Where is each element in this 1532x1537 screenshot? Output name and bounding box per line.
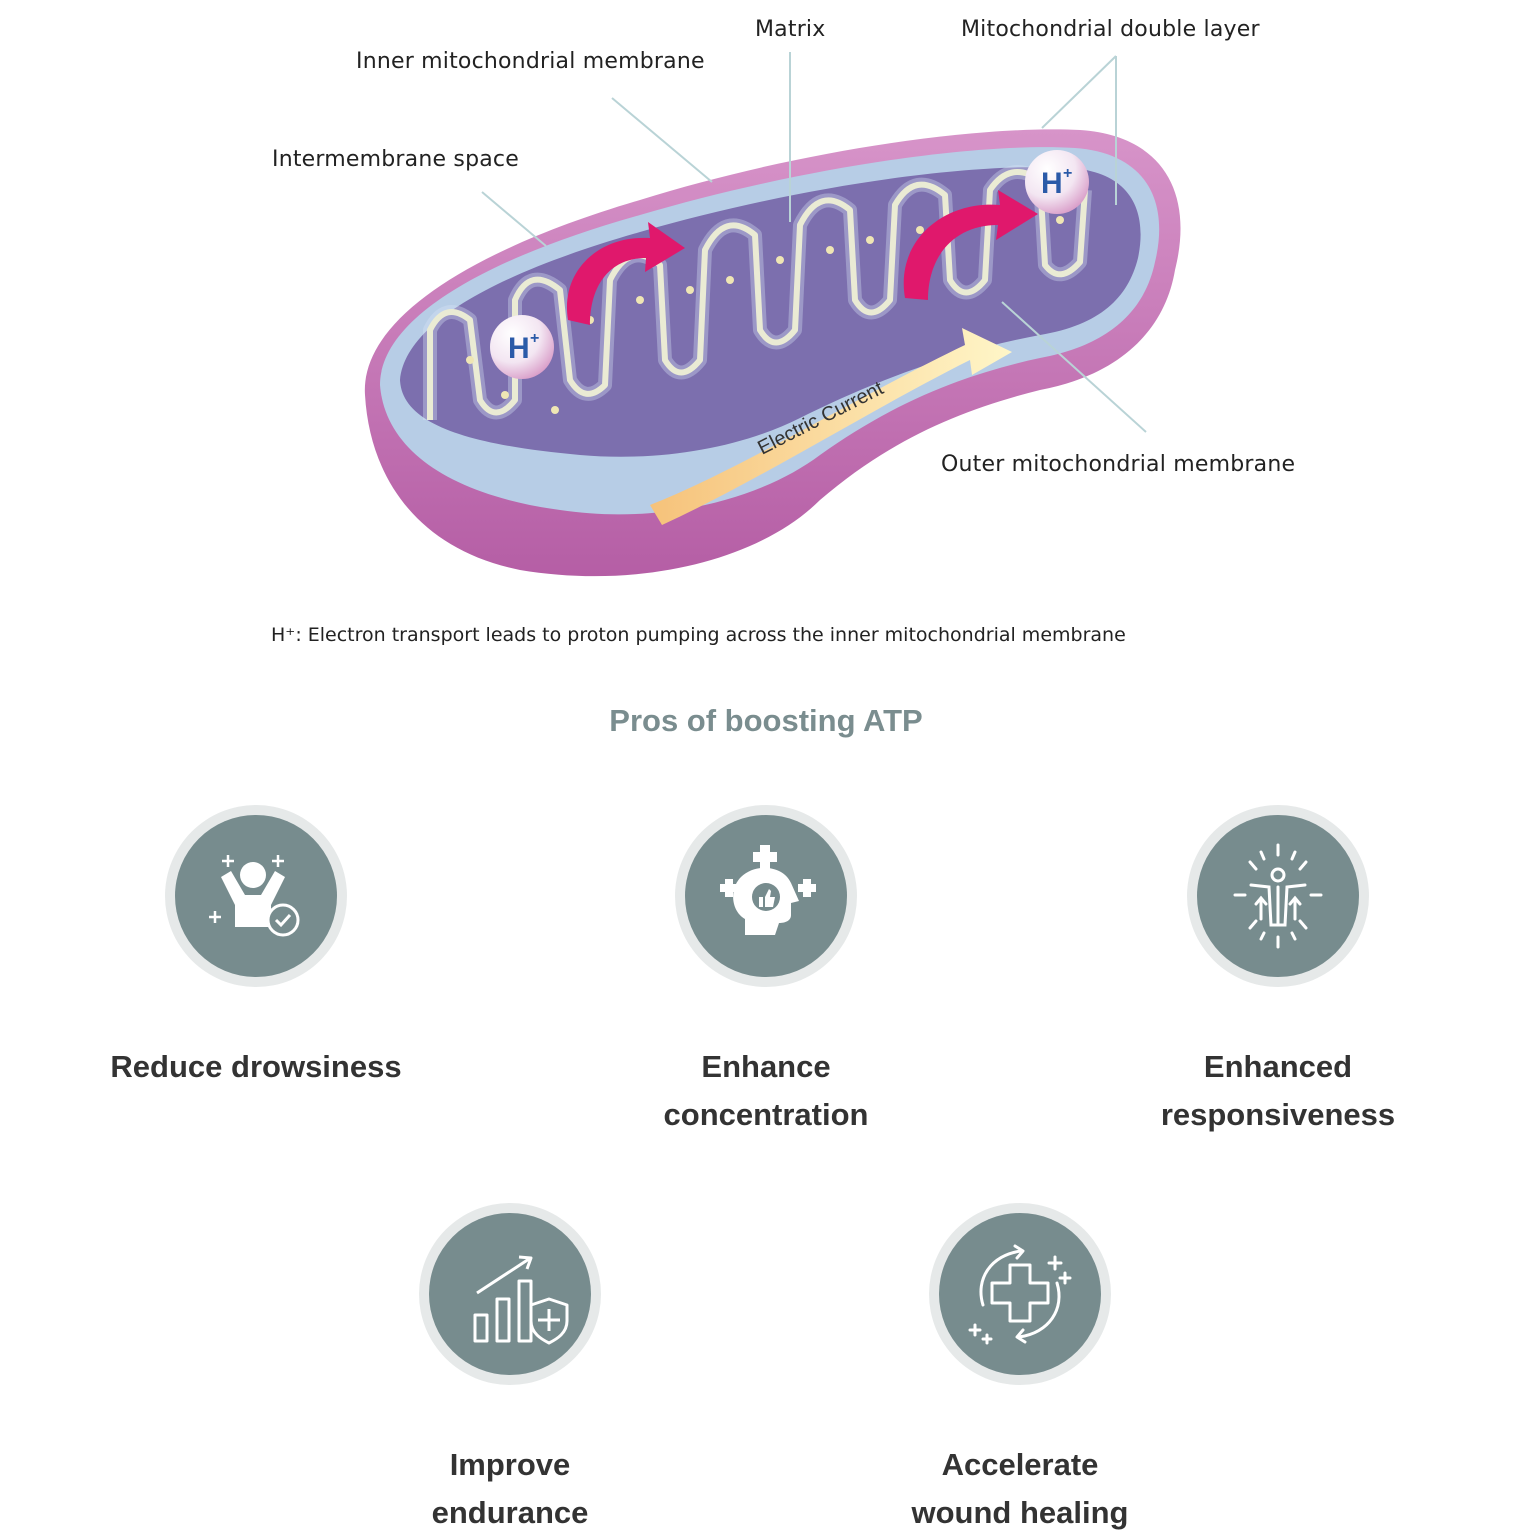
section-title: Pros of boosting ATP <box>609 703 923 738</box>
benefit-improve-endurance: Improve endurance <box>320 1203 700 1537</box>
cycle-medical-cross-icon <box>968 1244 1072 1345</box>
benefit-reduce-drowsiness: Reduce drowsiness <box>66 805 446 1091</box>
cristae-folds <box>427 169 1088 420</box>
svg-text:+: + <box>1063 165 1072 182</box>
icon-ring <box>419 1203 601 1385</box>
icon-ring <box>1187 805 1369 987</box>
benefit-label: Enhanced responsiveness <box>1160 1049 1396 1132</box>
proton-sphere-left: H + <box>490 315 554 379</box>
benefit-label: Accelerate wound healing <box>911 1447 1129 1530</box>
head-thumbs-up-plus-icon <box>720 845 816 935</box>
svg-text:H: H <box>508 332 530 365</box>
proton-pump-arrow-right <box>903 190 1038 300</box>
label-outer-membrane: Outer mitochondrial membrane <box>941 452 1296 477</box>
icon-ring <box>165 805 347 987</box>
label-matrix: Matrix <box>755 17 826 42</box>
growth-chart-shield-icon <box>473 1255 569 1345</box>
benefit-label: Improve endurance <box>431 1447 589 1530</box>
proton-pump-arrow-left <box>566 222 685 325</box>
icon-ring <box>929 1203 1111 1385</box>
energized-person-check-icon <box>209 855 300 937</box>
icon-ring <box>675 805 857 987</box>
label-intermembrane-space: Intermembrane space <box>272 147 519 172</box>
label-mitochondrial-double-layer: Mitochondrial double layer <box>961 17 1260 42</box>
svg-text:H: H <box>1041 167 1063 200</box>
mitochondria-diagram: Electric Current H + H + <box>364 52 1181 577</box>
label-inner-membrane: Inner mitochondrial membrane <box>356 49 705 74</box>
benefit-enhanced-responsiveness: Enhanced responsiveness <box>1088 805 1468 1139</box>
radiating-body-arrows-icon <box>1233 843 1323 949</box>
electric-current-arrow <box>650 328 1012 525</box>
benefit-label: Reduce drowsiness <box>110 1049 402 1084</box>
proton-sphere-right: H + <box>1025 150 1089 214</box>
svg-text:+: + <box>530 330 539 347</box>
matrix-shape <box>400 167 1141 457</box>
callout-lines <box>481 52 1147 433</box>
benefit-accelerate-wound-healing: Accelerate wound healing <box>830 1203 1210 1537</box>
benefit-enhance-concentration: Enhance concentration <box>576 805 956 1139</box>
diagram-caption: H⁺: Electron transport leads to proton p… <box>271 624 1126 646</box>
benefit-label: Enhance concentration <box>663 1049 869 1132</box>
